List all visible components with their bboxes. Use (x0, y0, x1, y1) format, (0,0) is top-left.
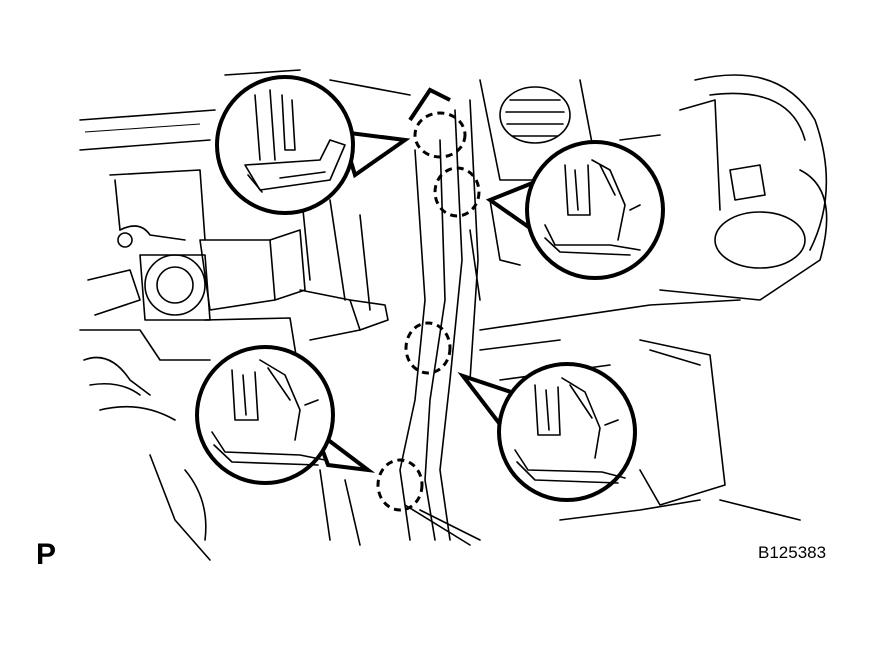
view-letter-label: P (36, 538, 57, 571)
clip-marker-1 (413, 111, 467, 159)
clip-marker-3 (404, 321, 452, 375)
background-linework-right (469, 74, 828, 521)
clip-location-markers (376, 111, 481, 512)
clip-detail-callout-3 (195, 345, 376, 485)
clip-detail-callout-1 (215, 75, 411, 215)
clip-marker-2 (433, 166, 481, 218)
clip-detail-callout-2 (485, 140, 665, 280)
clip-marker-4 (376, 458, 424, 512)
trim-panel-strip (399, 87, 481, 546)
round-housing-left (117, 232, 211, 321)
figure-code-label: B125383 (758, 543, 827, 562)
clip-detail-callout-4 (457, 362, 637, 502)
